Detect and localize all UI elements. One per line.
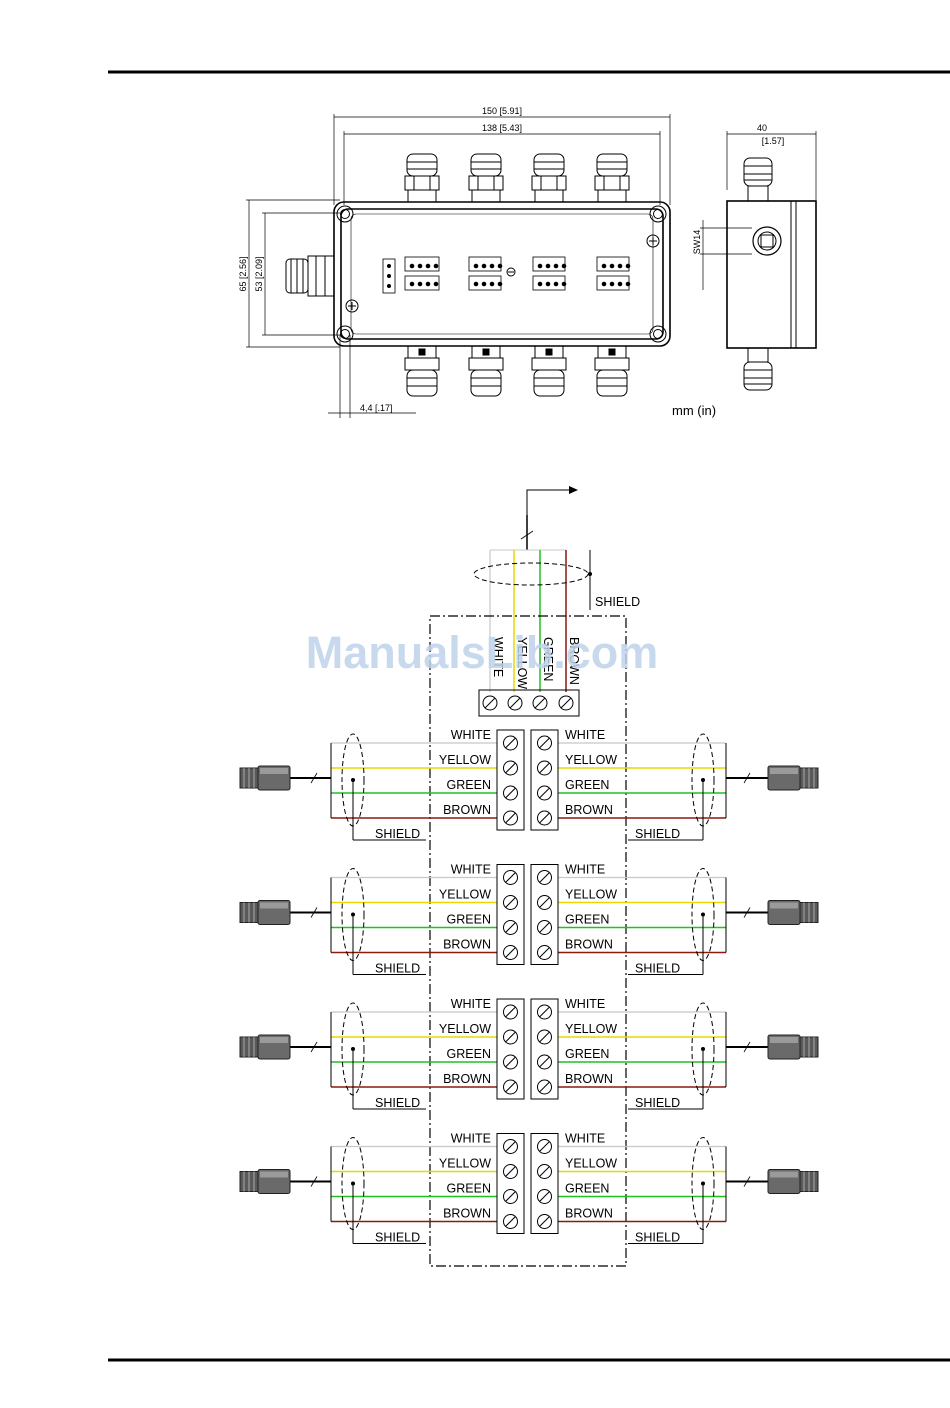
sensor-channel: WHITE WHITE YELLOW YELLOW GREEN GREEN BROWN BRO…	[239, 1132, 819, 1245]
gland-top	[406, 153, 438, 177]
top-wire-label: WHITE	[491, 637, 505, 677]
wire-label-left: YELLOW	[439, 753, 491, 767]
wire-label-right: BROWN	[565, 803, 613, 817]
terminal-block	[496, 998, 525, 1100]
watermark: ManualsLib.com	[306, 627, 659, 678]
wire-label-left: GREEN	[447, 778, 491, 792]
wire-label-right: WHITE	[565, 997, 605, 1011]
shield-label-left: SHIELD	[375, 1231, 420, 1245]
wire-label-right: BROWN	[565, 1072, 613, 1086]
shield-top-label: SHIELD	[595, 595, 640, 609]
dim-hole-offset: 4,4 [.17]	[360, 403, 393, 413]
wire-label-left: YELLOW	[439, 1157, 491, 1171]
wire-label-left: BROWN	[443, 1207, 491, 1221]
front-view	[246, 114, 671, 418]
sensor-connector-icon	[767, 1169, 819, 1194]
terminal-block	[496, 864, 525, 965]
sensor-connector-icon	[767, 1034, 819, 1060]
wire-label-left: BROWN	[443, 938, 491, 952]
shield-label-right: SHIELD	[635, 1231, 680, 1245]
dim-overall-width: 150 [5.91]	[482, 106, 522, 116]
gland-top	[470, 153, 502, 177]
wire-label-right: GREEN	[565, 778, 609, 792]
dim-depth: 40	[757, 123, 767, 133]
wire-label-left: BROWN	[443, 803, 491, 817]
terminal-block	[496, 1133, 525, 1234]
wire-label-left: WHITE	[451, 863, 491, 877]
cable-glands	[404, 153, 630, 397]
enclosure-boundary	[429, 615, 627, 1267]
shield-label-left: SHIELD	[375, 827, 420, 841]
wire-label-left: GREEN	[447, 1182, 491, 1196]
shield-label-right: SHIELD	[635, 827, 680, 841]
wire-label-right: GREEN	[565, 1182, 609, 1196]
dim-depth-in: [1.57]	[762, 136, 785, 146]
wire-label-left: YELLOW	[439, 1022, 491, 1036]
dim-wrench-size: SW14	[692, 230, 702, 255]
wire-label-right: YELLOW	[565, 888, 617, 902]
terminal-block	[530, 1133, 559, 1234]
gland-top	[533, 153, 565, 177]
top-wire-label: BROWN	[567, 637, 581, 685]
sensor-connector-icon	[239, 900, 291, 925]
wire-label-right: BROWN	[565, 1207, 613, 1221]
sensor-connector-icon	[239, 1034, 291, 1060]
wire-label-left: WHITE	[451, 997, 491, 1011]
wire-label-right: WHITE	[565, 728, 605, 742]
top-wire-label: GREEN	[541, 637, 555, 681]
wire-label-right: GREEN	[565, 913, 609, 927]
dim-inner-width: 138 [5.43]	[482, 123, 522, 133]
terminal-block	[496, 729, 525, 831]
wire-label-left: YELLOW	[439, 888, 491, 902]
sensor-connector-icon	[239, 765, 291, 791]
home-run-cable	[473, 486, 592, 692]
wire-label-right: BROWN	[565, 938, 613, 952]
terminal-block	[530, 998, 559, 1100]
shield-label-left: SHIELD	[375, 1096, 420, 1110]
sensor-channel: WHITE WHITE YELLOW YELLOW GREEN GREEN BROWN BRO…	[239, 863, 819, 976]
sensor-connector-icon	[239, 1169, 291, 1194]
gland-top	[596, 153, 628, 177]
wire-label-right: WHITE	[565, 1132, 605, 1146]
sensor-connector-icon	[767, 900, 819, 925]
wire-label-right: YELLOW	[565, 1022, 617, 1036]
wire-label-left: WHITE	[451, 728, 491, 742]
wire-label-right: GREEN	[565, 1047, 609, 1061]
shield-label-left: SHIELD	[375, 962, 420, 976]
shield-label-right: SHIELD	[635, 962, 680, 976]
terminal-block	[530, 729, 559, 831]
wire-label-right: WHITE	[565, 863, 605, 877]
top-wire-labels: WHITE YELLOW GREEN BROWN	[491, 637, 581, 689]
side-view	[700, 131, 817, 391]
wire-label-right: YELLOW	[565, 1157, 617, 1171]
shield-label-right: SHIELD	[635, 1096, 680, 1110]
sensor-channel: WHITE WHITE YELLOW YELLOW GREEN GREEN BROWN BRO…	[239, 997, 819, 1110]
terminal-block	[530, 864, 559, 965]
units-label: mm (in)	[672, 403, 716, 418]
wire-label-left: GREEN	[447, 913, 491, 927]
dim-overall-height: 65 [2.56]	[238, 256, 248, 291]
wire-label-left: BROWN	[443, 1072, 491, 1086]
sensor-connector-icon	[767, 765, 819, 791]
sensor-channel: WHITE WHITE YELLOW YELLOW GREEN GREEN BROWN BRO…	[239, 728, 819, 841]
top-wire-label: YELLOW	[515, 637, 529, 689]
wire-label-right: YELLOW	[565, 753, 617, 767]
wire-label-left: GREEN	[447, 1047, 491, 1061]
wire-label-left: WHITE	[451, 1132, 491, 1146]
home-run-terminal-strip	[478, 689, 580, 717]
dim-inner-height: 53 [2.09]	[254, 256, 264, 291]
